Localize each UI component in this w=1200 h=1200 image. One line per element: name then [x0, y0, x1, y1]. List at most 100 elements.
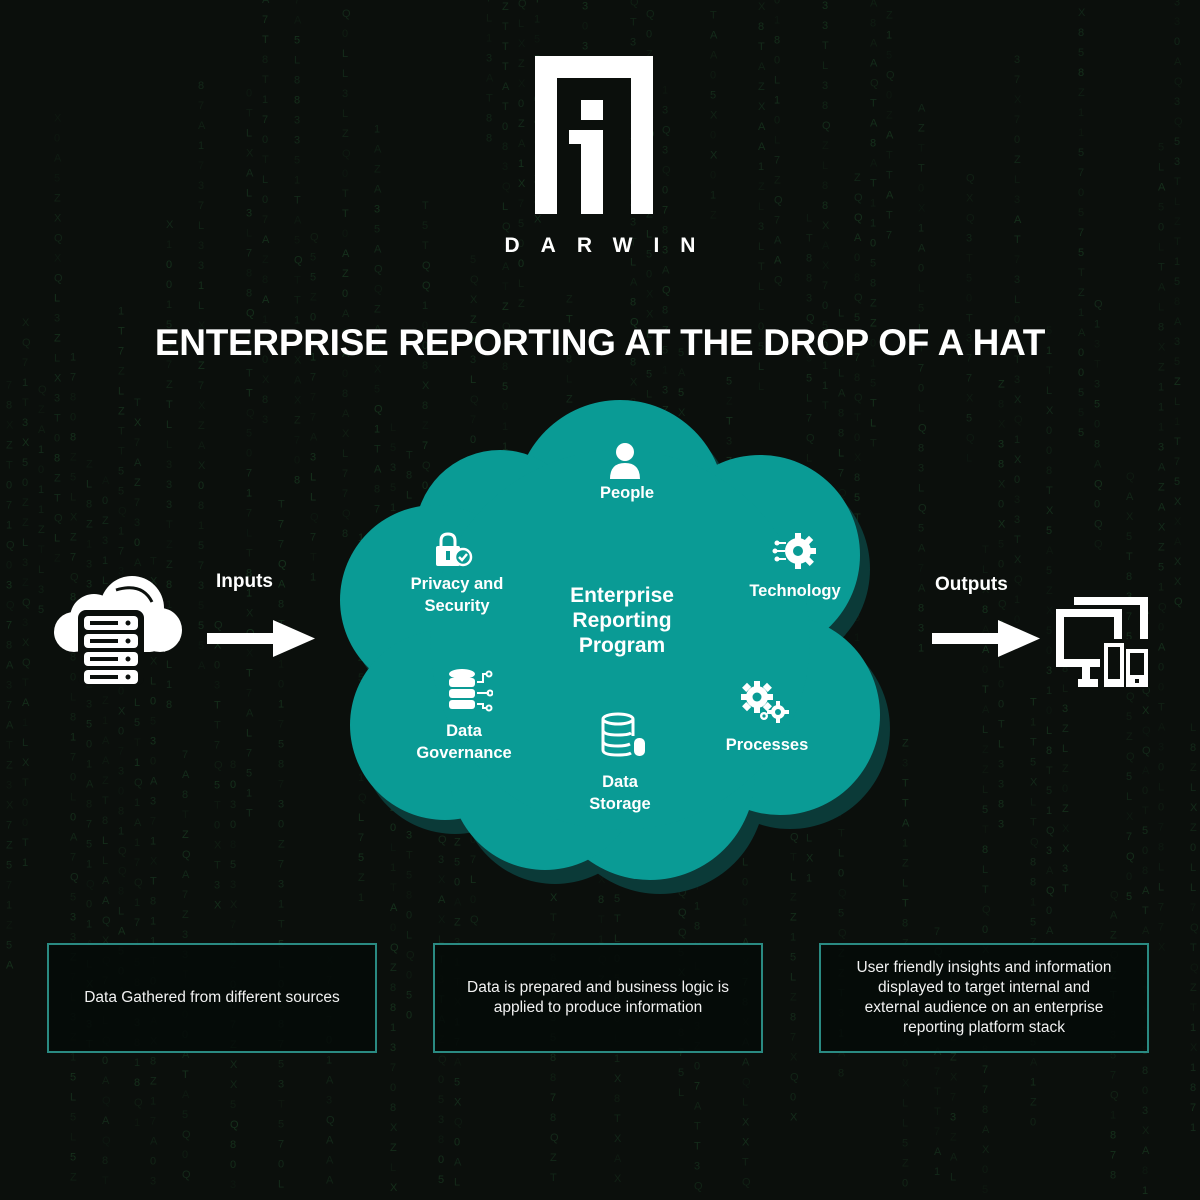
- svg-text:Q: Q: [134, 877, 143, 889]
- svg-text:L: L: [822, 60, 828, 72]
- svg-text:A: A: [342, 408, 350, 420]
- svg-text:Z: Z: [1110, 929, 1117, 941]
- svg-text:8: 8: [102, 1155, 108, 1167]
- svg-text:5: 5: [1174, 276, 1180, 288]
- svg-text:L: L: [806, 393, 812, 405]
- svg-text:L: L: [758, 281, 764, 293]
- svg-text:L: L: [262, 174, 268, 186]
- svg-text:7: 7: [262, 334, 268, 346]
- info-box-inputs-text: Data Gathered from different sources: [84, 989, 340, 1006]
- svg-text:1: 1: [822, 380, 828, 392]
- svg-text:T: T: [1046, 365, 1053, 377]
- svg-text:5: 5: [662, 345, 668, 357]
- svg-text:T: T: [406, 850, 413, 862]
- svg-text:0: 0: [102, 1055, 108, 1067]
- svg-text:0: 0: [406, 970, 412, 982]
- svg-text:8: 8: [630, 357, 636, 369]
- svg-text:Z: Z: [38, 524, 45, 536]
- svg-text:3: 3: [1174, 336, 1180, 348]
- svg-text:X: X: [1062, 843, 1070, 855]
- svg-text:X: X: [630, 377, 638, 389]
- svg-text:1: 1: [118, 826, 124, 838]
- svg-text:T: T: [1030, 737, 1037, 749]
- svg-text:A: A: [246, 707, 254, 719]
- svg-text:L: L: [1190, 722, 1196, 734]
- svg-text:8: 8: [870, 137, 876, 149]
- svg-text:0: 0: [454, 1136, 460, 1148]
- svg-text:0: 0: [118, 686, 124, 698]
- svg-text:L: L: [1014, 334, 1020, 346]
- svg-text:T: T: [262, 154, 269, 166]
- svg-text:3: 3: [262, 414, 268, 426]
- svg-text:8: 8: [918, 442, 924, 454]
- svg-text:0: 0: [150, 1155, 156, 1167]
- svg-text:1: 1: [502, 441, 508, 453]
- svg-text:T: T: [854, 412, 861, 424]
- svg-text:0: 0: [502, 121, 508, 133]
- svg-text:7: 7: [374, 504, 380, 516]
- svg-text:A: A: [486, 73, 494, 85]
- svg-text:Q: Q: [118, 866, 127, 878]
- info-box-program-text: Data is prepared and business logic is a…: [467, 979, 729, 1016]
- svg-text:8: 8: [806, 253, 812, 265]
- svg-text:A: A: [134, 457, 142, 469]
- svg-text:Z: Z: [710, 210, 717, 222]
- svg-text:X: X: [214, 840, 222, 852]
- svg-text:Z: Z: [1158, 481, 1165, 493]
- svg-text:3: 3: [198, 260, 204, 272]
- svg-text:1: 1: [1158, 401, 1164, 413]
- svg-text:3: 3: [278, 1078, 284, 1090]
- svg-text:Q: Q: [678, 927, 687, 939]
- svg-text:5: 5: [982, 804, 988, 816]
- svg-text:T: T: [342, 188, 349, 200]
- svg-text:X: X: [230, 1079, 238, 1091]
- svg-text:8: 8: [1062, 663, 1068, 675]
- svg-text:L: L: [198, 300, 204, 312]
- svg-text:8: 8: [838, 1067, 844, 1079]
- svg-text:T: T: [22, 677, 29, 689]
- svg-text:A: A: [70, 831, 78, 843]
- svg-text:5: 5: [390, 482, 396, 494]
- svg-text:1: 1: [38, 444, 44, 456]
- svg-text:0: 0: [1142, 845, 1148, 857]
- svg-text:7: 7: [246, 247, 252, 259]
- svg-text:0: 0: [1158, 621, 1164, 633]
- svg-text:0: 0: [310, 311, 316, 323]
- svg-text:5: 5: [374, 224, 380, 236]
- svg-text:7: 7: [134, 917, 140, 929]
- svg-text:Z: Z: [950, 1052, 957, 1064]
- svg-text:L: L: [1158, 881, 1164, 893]
- svg-text:5: 5: [166, 319, 172, 331]
- svg-text:Q: Q: [102, 1135, 111, 1147]
- svg-text:Q: Q: [278, 558, 287, 570]
- svg-text:A: A: [918, 102, 926, 114]
- svg-text:L: L: [678, 1087, 684, 1099]
- svg-text:5: 5: [502, 381, 508, 393]
- svg-text:5: 5: [294, 34, 300, 46]
- svg-text:Q: Q: [54, 513, 63, 525]
- svg-text:0: 0: [454, 876, 460, 888]
- svg-text:7: 7: [182, 889, 188, 901]
- svg-text:1: 1: [774, 15, 780, 27]
- svg-text:L: L: [758, 381, 764, 393]
- svg-text:T: T: [38, 544, 45, 556]
- svg-text:5: 5: [1126, 891, 1132, 903]
- svg-text:5: 5: [854, 492, 860, 504]
- svg-text:Q: Q: [694, 1180, 703, 1192]
- svg-text:3: 3: [230, 879, 236, 891]
- svg-text:L: L: [966, 452, 972, 464]
- svg-text:Z: Z: [758, 81, 765, 93]
- svg-text:7: 7: [1078, 227, 1084, 239]
- svg-text:T: T: [214, 700, 221, 712]
- svg-text:X: X: [390, 1122, 398, 1134]
- svg-text:A: A: [710, 50, 718, 62]
- svg-text:7: 7: [278, 538, 284, 550]
- svg-text:T: T: [246, 387, 253, 399]
- svg-text:8: 8: [118, 806, 124, 818]
- svg-text:Q: Q: [1094, 518, 1103, 530]
- svg-text:Q: Q: [1142, 745, 1151, 757]
- svg-text:T: T: [502, 281, 509, 293]
- svg-text:Q: Q: [886, 69, 895, 81]
- svg-text:Q: Q: [678, 907, 687, 919]
- svg-text:L: L: [902, 1118, 908, 1130]
